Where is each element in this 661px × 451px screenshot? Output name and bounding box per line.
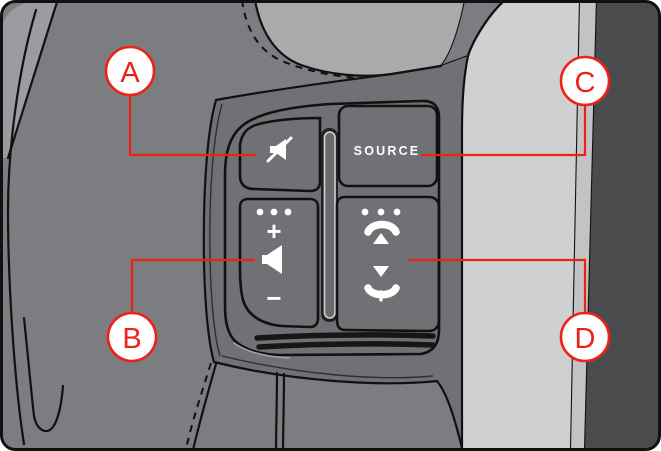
callout-b-leader [130, 258, 255, 312]
bezel-highlight [233, 342, 291, 359]
left-rim-sliver [2, 2, 57, 158]
audio-control-cluster: SOURCE + − [223, 99, 441, 359]
left-rim-edge [2, 1, 65, 446]
left-rim-line-outer [6, 1, 59, 160]
mute-speaker-icon [266, 136, 293, 163]
speaker-icon [262, 245, 282, 274]
volume-plus-label: + [266, 216, 281, 246]
callout-c-letter: C [575, 67, 596, 99]
cluster-bezel [223, 99, 441, 357]
callout-a-circle [104, 45, 156, 97]
callout-d-circle [559, 311, 611, 363]
volume-minus-label: − [266, 283, 281, 313]
spoke-top-edge [214, 64, 443, 102]
right-spoke-band [462, 1, 580, 450]
spoke-left-bottom-edge [202, 98, 464, 450]
cluster-divider [321, 128, 338, 322]
volume-dots-icon [256, 208, 292, 216]
volume-rocker: + − [238, 197, 320, 329]
source-button-label: SOURCE [354, 144, 421, 158]
hub-surface [255, 1, 465, 76]
callout-a: A [104, 45, 256, 157]
callout-d-leader [408, 258, 587, 312]
answer-call-icon [364, 220, 400, 244]
cluster-groove-bottom [256, 341, 436, 350]
phone-dots-icon [361, 208, 401, 216]
lower-spoke-details [185, 362, 286, 450]
column-line-right [281, 372, 286, 450]
callout-b: B [106, 258, 255, 363]
column-line-left [274, 371, 279, 450]
left-rim-line-inner [6, 8, 38, 446]
callout-d-letter: D [575, 323, 596, 355]
lower-stitch-dashed-line [185, 362, 212, 450]
end-call-icon [364, 266, 400, 302]
mute-button [238, 116, 322, 193]
callout-c-circle [559, 55, 611, 107]
right-spoke-and-rim [460, 1, 660, 450]
callout-a-letter: A [120, 57, 140, 89]
cluster-groove-top [254, 332, 436, 341]
callout-a-leader [128, 96, 256, 157]
spoke-inner-bottom-line [221, 355, 434, 379]
spoke-inner-line [209, 103, 223, 357]
callout-d: D [408, 258, 611, 363]
phone-answer-end-rocker [335, 195, 441, 333]
band-left-edge [460, 1, 507, 450]
source-button: SOURCE [337, 104, 439, 188]
callout-b-letter: B [122, 323, 141, 355]
callout-b-circle [106, 311, 158, 363]
divider-pill [323, 131, 336, 319]
callout-c-leader [421, 106, 587, 157]
left-lower-seam [22, 316, 65, 433]
hub-stitch-dashed-line [241, 1, 361, 79]
callout-c: C [421, 55, 611, 157]
lower-seam-line [191, 362, 218, 450]
